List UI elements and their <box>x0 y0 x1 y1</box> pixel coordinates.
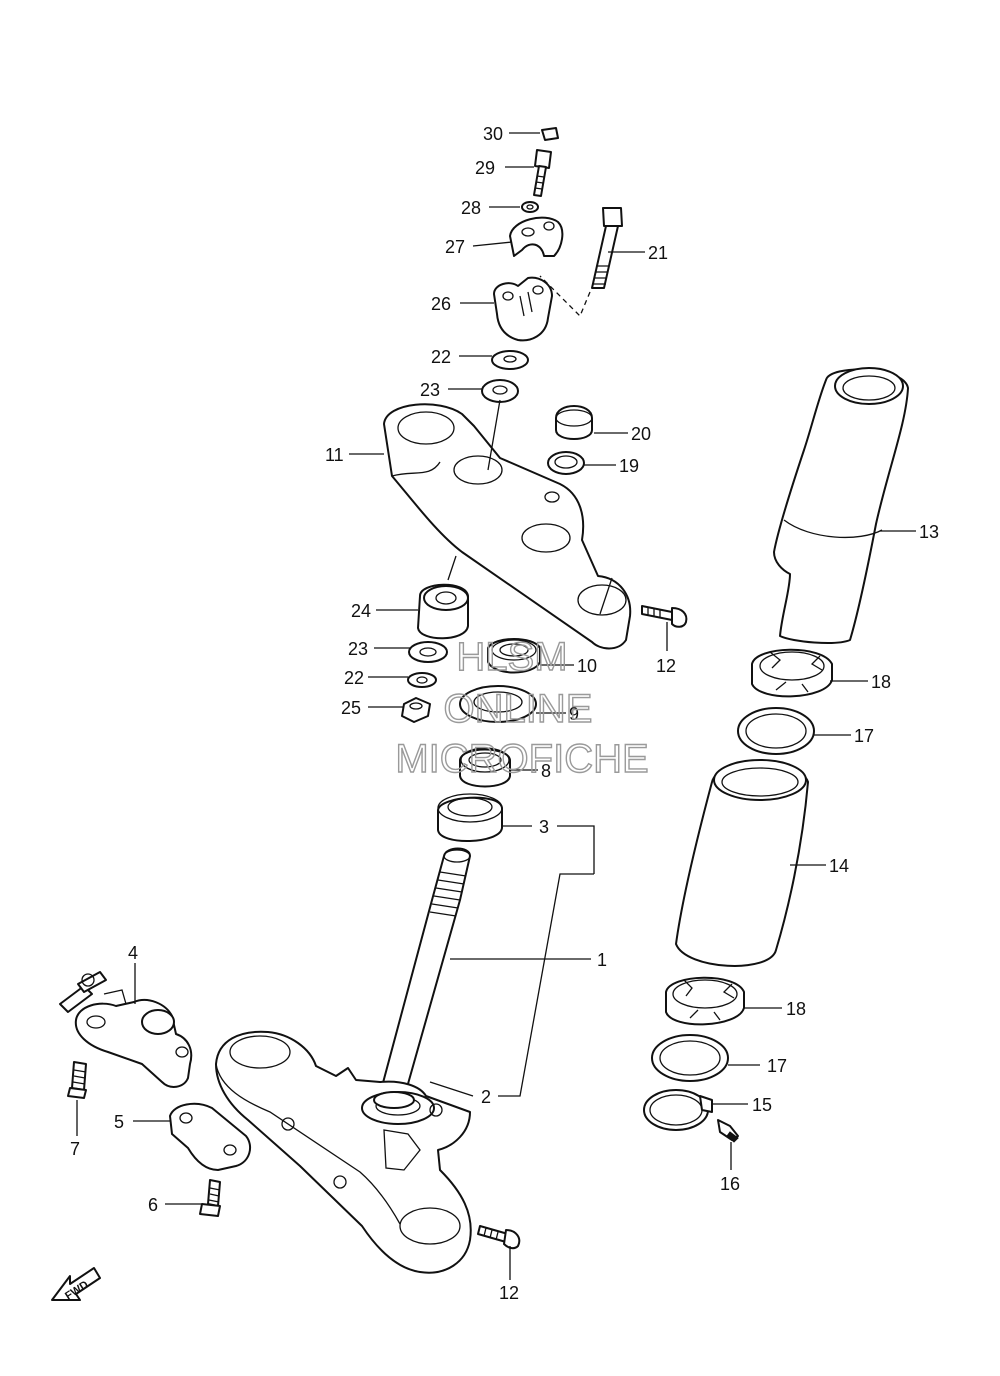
part-24-cushion <box>417 583 469 640</box>
callout-22-upper: 22 <box>431 347 451 367</box>
callout-11: 11 <box>325 445 344 465</box>
callout-2: 2 <box>481 1087 491 1107</box>
part-20-cap <box>555 405 593 440</box>
part-13-upper-fork-cover <box>773 367 909 644</box>
part-18-lower-seat <box>665 976 745 1026</box>
part-5-clamp <box>169 1102 252 1171</box>
callout-20: 20 <box>631 424 651 444</box>
callout-9: 9 <box>569 704 579 724</box>
part-29-bolt <box>533 149 552 197</box>
callout-18-lower: 18 <box>786 999 806 1019</box>
callout-21: 21 <box>648 243 668 263</box>
part-18-upper-seat <box>751 648 833 698</box>
callout-3: 3 <box>539 817 549 837</box>
callout-17-lower: 17 <box>767 1056 787 1076</box>
part-14-lower-fork-cover <box>675 759 809 967</box>
part-21-bolt <box>591 207 623 289</box>
part-16-screw <box>717 1119 739 1143</box>
callout-4: 4 <box>128 943 138 963</box>
part-3-lower-bearing <box>437 793 503 842</box>
callout-28: 28 <box>461 198 481 218</box>
part-22-washer-upper <box>491 350 529 370</box>
part-12-upper-bolt <box>641 605 688 628</box>
part-23-cushion-lower <box>408 641 448 663</box>
part-8-upper-bearing <box>459 747 511 788</box>
part-2-dust-seal <box>373 1091 415 1109</box>
part-9-washer <box>459 685 537 723</box>
callout-12-upper: 12 <box>656 656 676 676</box>
callout-19: 19 <box>619 456 639 476</box>
callout-29: 29 <box>475 158 495 178</box>
callout-5: 5 <box>114 1112 124 1132</box>
callout-26: 26 <box>431 294 451 314</box>
callout-23-upper: 23 <box>420 380 440 400</box>
part-23-cushion-upper <box>481 379 519 403</box>
part-28-washer <box>521 201 539 213</box>
part-27-handlebar-holder-upper <box>509 216 564 257</box>
callout-30: 30 <box>483 124 503 144</box>
guide-line-21 <box>539 275 591 318</box>
part-15-clamp <box>643 1089 713 1131</box>
callout-12-lower: 12 <box>499 1283 519 1303</box>
part-17-lower-gasket <box>651 1034 729 1082</box>
callout-18-upper: 18 <box>871 672 891 692</box>
part-12-lower-bolt <box>477 1225 521 1250</box>
callout-6: 6 <box>148 1195 158 1215</box>
callout-7: 7 <box>70 1139 80 1159</box>
callout-14: 14 <box>829 856 849 876</box>
part-6-bolt <box>199 1179 221 1217</box>
part-26-handlebar-holder-lower <box>493 276 553 342</box>
watermark: HLSM ONLINE MICROFICHE <box>395 634 650 781</box>
callout-numbers: 30 29 28 27 21 26 22 23 20 11 19 13 24 1… <box>70 124 939 1303</box>
part-17-upper-gasket <box>737 707 815 755</box>
callout-13: 13 <box>919 522 939 542</box>
callout-24: 24 <box>351 601 371 621</box>
leader-lines <box>76 132 916 1280</box>
callout-8: 8 <box>541 761 551 781</box>
watermark-line-3: MICROFICHE <box>395 737 648 781</box>
lower-bracket <box>215 1030 472 1274</box>
part-1-steering-stem <box>379 847 471 1099</box>
callout-1: 1 <box>597 950 607 970</box>
watermark-line-1: HLSM <box>456 635 567 679</box>
part-22-washer-lower <box>407 672 437 688</box>
part-7-bolt <box>67 1061 87 1099</box>
callout-17-upper: 17 <box>854 726 874 746</box>
callout-15: 15 <box>752 1095 772 1115</box>
callout-23-lower: 23 <box>348 639 368 659</box>
callout-22-lower: 22 <box>344 668 364 688</box>
part-10-steering-nut <box>487 638 541 674</box>
callout-25: 25 <box>341 698 361 718</box>
part-19-ring <box>547 451 585 475</box>
callout-10: 10 <box>577 656 597 676</box>
fwd-arrow-icon: FWD <box>51 1267 101 1303</box>
part-30-cap <box>541 127 559 141</box>
part-4-steering-lock <box>59 971 193 1088</box>
part-11-upper-bracket <box>383 399 632 650</box>
callout-16: 16 <box>720 1174 740 1194</box>
watermark-line-2: ONLINE <box>444 687 593 731</box>
part-25-nut <box>401 697 431 723</box>
callout-27: 27 <box>445 237 465 257</box>
